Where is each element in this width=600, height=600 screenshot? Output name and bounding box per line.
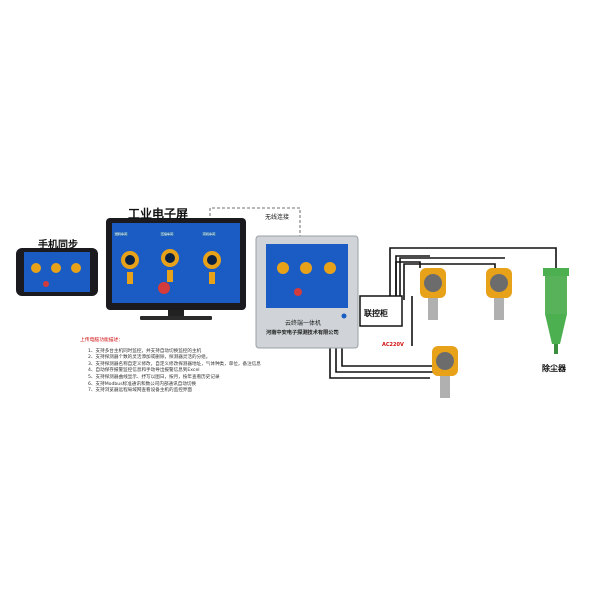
list-item: 1、支持多台主机同时监控，并支持自动切换监控的主机	[88, 348, 202, 354]
screen-sensor-icons	[121, 249, 221, 294]
phone	[16, 248, 98, 296]
control-cabinet-label: 联控柜	[364, 309, 388, 318]
monitor-title: 工业电子屏	[128, 207, 189, 221]
list-item: 5、支持探测器曲线显示、抒写以图日，按月，按年查看历史记录	[88, 374, 220, 380]
notes-heading: 上传电脑功能描述：	[80, 338, 124, 343]
notes-list: 1、支持多台主机同时监控，并支持自动切换监控的主机 2、支持探测器个数的灵活添加…	[80, 349, 320, 395]
list-item: 3、支持探测器名称自定义修改，自定义修改探测器地址，气体种类，单位，备注信息	[88, 361, 261, 367]
dust-collector	[543, 268, 569, 354]
gas-sensor-2	[486, 268, 512, 320]
gas-sensor-1	[420, 268, 446, 320]
gas-sensor-3	[432, 346, 458, 398]
cloud-terminal-unit	[255, 235, 359, 349]
list-item: 2、支持探测器个数的灵活添加或删除，探测器灵活的分组。	[88, 355, 211, 361]
list-item: 7、支持浏览器远程局域网查看设备主机的监控界面	[88, 388, 192, 394]
screen-tag: 燃料车间	[114, 232, 129, 236]
industrial-monitor	[106, 218, 246, 320]
list-item: 4、自动保存报警监控信息和手动导出报警信息到Excel	[88, 368, 200, 374]
wireless-link	[209, 207, 301, 236]
control-cabinet	[359, 295, 403, 327]
unit-name-label: 云终端一体机	[285, 320, 322, 327]
screen-tag: 有机车间	[202, 232, 217, 236]
company-label: 河南中安电子探测技术有限公司	[266, 330, 339, 336]
phone-title: 手机同步	[38, 240, 78, 251]
list-item: 6、支持Modbus标准通讯和数公司内部通讯自动切换	[88, 381, 197, 387]
ac-voltage-label: AC220V	[382, 342, 404, 348]
screen-tag: 压缩车间	[160, 232, 175, 236]
wireless-label: 无线连接	[265, 214, 290, 221]
dust-collector-label: 除尘器	[542, 364, 566, 373]
feature-notes: 上传电脑功能描述： 1、支持多台主机同时监控，并支持自动切换监控的主机 2、支持…	[80, 338, 320, 395]
